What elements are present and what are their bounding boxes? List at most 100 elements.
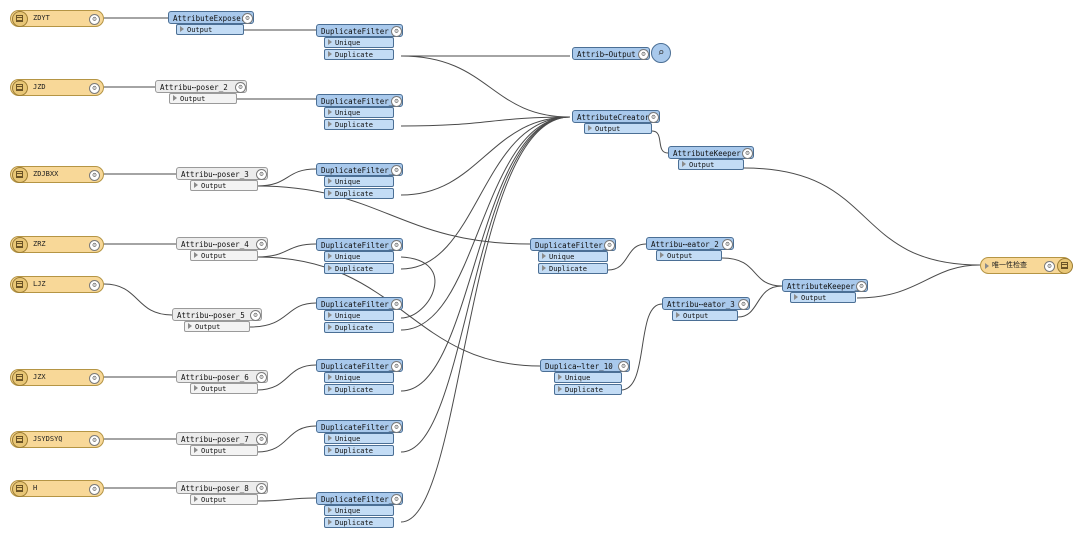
output-port[interactable]: Output — [678, 159, 744, 170]
gear-icon[interactable]: ⚙ — [638, 49, 649, 60]
duplicate-port[interactable]: Duplicate — [324, 517, 394, 528]
gear-icon[interactable]: ⚙ — [391, 422, 402, 433]
unique-port[interactable]: Unique — [324, 372, 394, 383]
gear-icon[interactable]: ⚙ — [89, 484, 100, 495]
wire-f5-c1[interactable] — [400, 116, 571, 331]
wire-k1-writer[interactable] — [743, 167, 981, 266]
gear-icon[interactable]: ⚙ — [391, 240, 402, 251]
duplicate-port[interactable]: Duplicate — [324, 384, 394, 395]
gear-icon[interactable]: ⚙ — [391, 361, 402, 372]
gear-icon[interactable]: ⚙ — [235, 82, 246, 93]
output-port[interactable]: Output — [184, 321, 250, 332]
output-port[interactable]: Output — [190, 250, 258, 261]
wire-e4-f10[interactable] — [256, 256, 541, 367]
unique-port[interactable]: Unique — [324, 176, 394, 187]
wire-e6-f6[interactable] — [256, 364, 317, 391]
reader-jsydsyq[interactable]: JSYDSYQ ⚙ — [10, 431, 104, 448]
gear-icon[interactable]: ⚙ — [391, 96, 402, 107]
gear-icon[interactable]: ⚙ — [391, 26, 402, 37]
output-port[interactable]: Output — [190, 494, 258, 505]
output-port[interactable]: Output — [790, 292, 856, 303]
output-port[interactable]: Output — [672, 310, 738, 321]
gear-icon[interactable]: ⚙ — [256, 239, 267, 250]
reader-jzx[interactable]: JZX ⚙ — [10, 369, 104, 386]
wire-f1-c1[interactable] — [400, 55, 571, 118]
duplicate-port[interactable]: Duplicate — [324, 49, 394, 60]
output-port[interactable]: Output — [190, 180, 258, 191]
wire-f3-c1[interactable] — [400, 116, 571, 196]
reader-ljz[interactable]: LJZ ⚙ — [10, 276, 104, 293]
reader-zdjbxx[interactable]: ZDJBXX ⚙ — [10, 166, 104, 183]
unique-port[interactable]: Unique — [554, 372, 622, 383]
wire-e8-f8[interactable] — [256, 497, 317, 502]
unique-port[interactable]: Unique — [324, 310, 394, 321]
gear-icon[interactable]: ⚙ — [618, 361, 629, 372]
wire-c1-k1[interactable] — [651, 130, 669, 154]
output-port[interactable]: Output — [656, 250, 722, 261]
reader-h[interactable]: H ⚙ — [10, 480, 104, 497]
gear-icon[interactable]: ⚙ — [89, 240, 100, 251]
wire-c3-k2[interactable] — [737, 285, 783, 318]
wire-f5-f10[interactable] — [400, 256, 436, 319]
duplicate-port[interactable]: Duplicate — [324, 445, 394, 456]
unique-port[interactable]: Unique — [324, 37, 394, 48]
wire-f7-c1[interactable] — [400, 116, 571, 453]
wire-f4-c1[interactable] — [400, 116, 571, 270]
gear-icon[interactable]: ⚙ — [856, 281, 867, 292]
duplicate-port[interactable]: Duplicate — [554, 384, 622, 395]
wire-f6-c1[interactable] — [400, 116, 571, 392]
gear-icon[interactable]: ⚙ — [742, 148, 753, 159]
gear-icon[interactable]: ⚙ — [256, 169, 267, 180]
duplicate-port[interactable]: Duplicate — [324, 119, 394, 130]
wire-k2-writer[interactable] — [856, 264, 981, 299]
wire-f8-c1[interactable] — [400, 116, 571, 523]
gear-icon[interactable]: ⚙ — [391, 299, 402, 310]
unique-port[interactable]: Unique — [324, 251, 394, 262]
unique-port[interactable]: Unique — [324, 107, 394, 118]
duplicate-port[interactable]: Duplicate — [324, 263, 394, 274]
wire-r5-e5[interactable] — [103, 283, 173, 316]
gear-icon[interactable]: ⚙ — [1044, 261, 1055, 272]
output-port[interactable]: Output — [176, 24, 244, 35]
gear-icon[interactable]: ⚙ — [648, 112, 659, 123]
gear-icon[interactable]: ⚙ — [604, 240, 615, 251]
gear-icon[interactable]: ⚙ — [256, 434, 267, 445]
wire-f10-c3[interactable] — [620, 303, 663, 391]
gear-icon[interactable]: ⚙ — [242, 13, 253, 24]
gear-icon[interactable]: ⚙ — [391, 165, 402, 176]
reader-zdyt[interactable]: ZDYT ⚙ — [10, 10, 104, 27]
gear-icon[interactable]: ⚙ — [256, 483, 267, 494]
output-port[interactable]: Output — [190, 383, 258, 394]
gear-icon[interactable]: ⚙ — [89, 373, 100, 384]
writer-uniqueness-check[interactable]: 唯一性检查 ⚙ — [980, 257, 1073, 274]
gear-icon[interactable]: ⚙ — [89, 435, 100, 446]
reader-zrz[interactable]: ZRZ ⚙ — [10, 236, 104, 253]
wire-e3-f3[interactable] — [256, 168, 317, 187]
unique-port[interactable]: Unique — [324, 505, 394, 516]
gear-icon[interactable]: ⚙ — [391, 494, 402, 505]
gear-icon[interactable]: ⚙ — [256, 372, 267, 383]
wire-e7-f7[interactable] — [256, 425, 317, 453]
gear-icon[interactable]: ⚙ — [89, 14, 100, 25]
gear-icon[interactable]: ⚙ — [89, 83, 100, 94]
gear-icon[interactable]: ⚙ — [722, 239, 733, 250]
gear-icon[interactable]: ⚙ — [250, 310, 261, 321]
magnifier-icon[interactable]: ⌕ — [651, 43, 671, 63]
output-port[interactable]: Output — [190, 445, 258, 456]
unique-port[interactable]: Unique — [324, 433, 394, 444]
duplicate-port[interactable]: Duplicate — [324, 322, 394, 333]
output-port[interactable]: Output — [169, 93, 237, 104]
wire-e5-f5[interactable] — [249, 302, 317, 328]
duplicate-port[interactable]: Duplicate — [538, 263, 608, 274]
unique-port[interactable]: Unique — [538, 251, 608, 262]
reader-jzd[interactable]: JZD ⚙ — [10, 79, 104, 96]
wire-f2-c1[interactable] — [400, 116, 571, 127]
wire-e3-f9[interactable] — [256, 185, 531, 245]
wire-c2-k2[interactable] — [721, 257, 783, 287]
output-port[interactable]: Output — [584, 123, 652, 134]
wire-f9-c2[interactable] — [607, 243, 647, 271]
duplicate-port[interactable]: Duplicate — [324, 188, 394, 199]
gear-icon[interactable]: ⚙ — [738, 299, 749, 310]
gear-icon[interactable]: ⚙ — [89, 170, 100, 181]
gear-icon[interactable]: ⚙ — [89, 280, 100, 291]
